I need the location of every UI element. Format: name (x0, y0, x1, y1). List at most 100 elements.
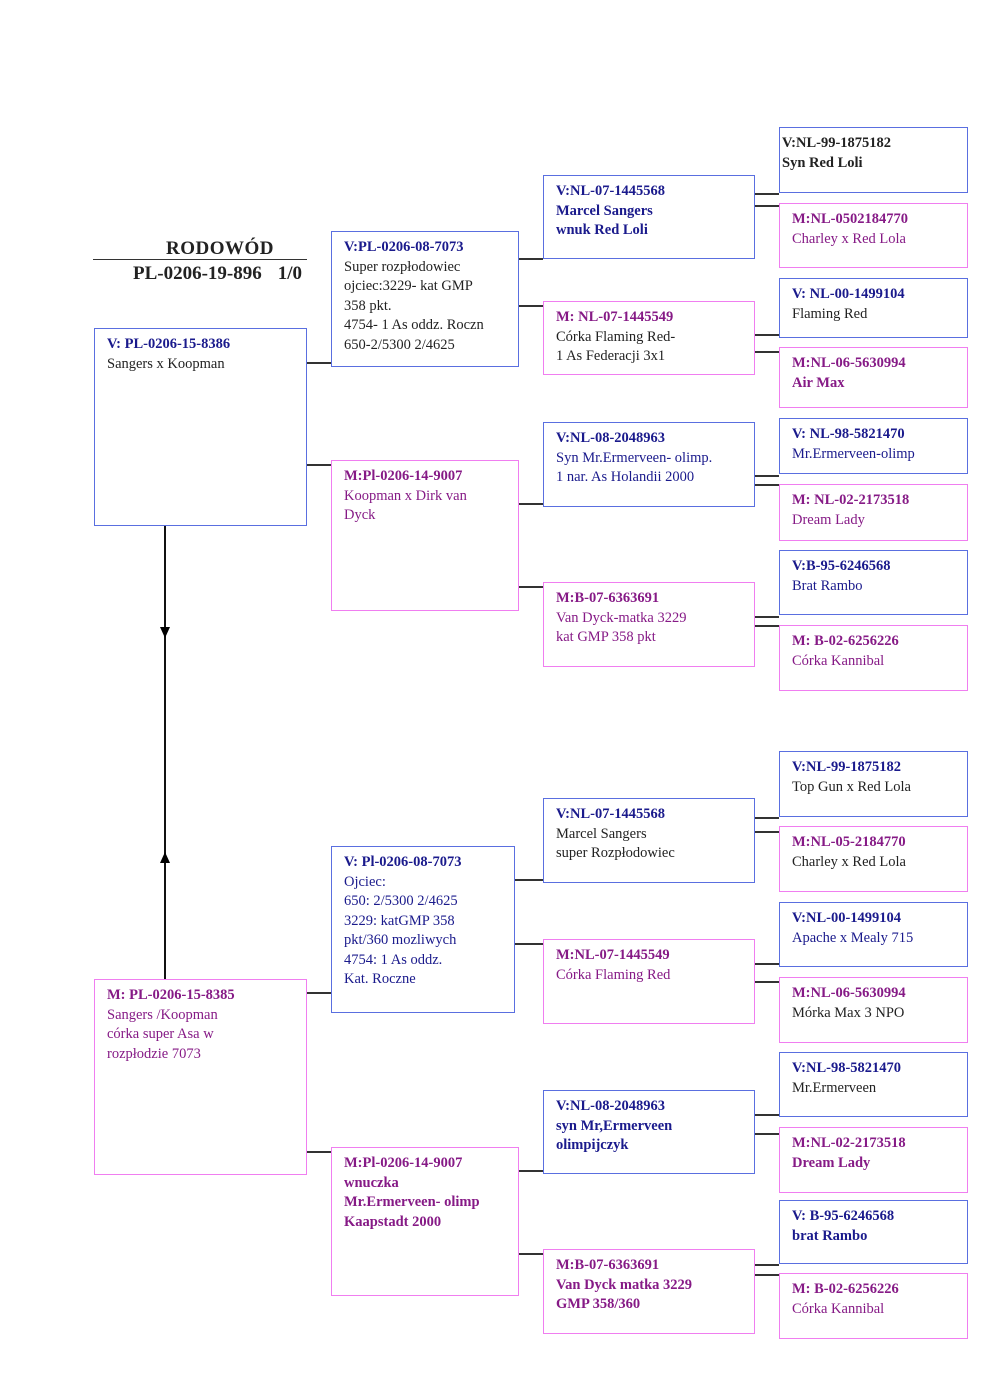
pedigree-card-gen4: V:NL-99-1875182 Syn Red Loli (779, 127, 968, 193)
connector (307, 1151, 331, 1153)
ring-number: PL-0206-19-896 (133, 263, 262, 284)
connector (755, 616, 779, 618)
description: Super rozpłodowiec ojciec:3229- kat GMP … (344, 258, 484, 353)
connector (755, 1264, 779, 1266)
pedigree-card-gen3: V:NL-07-1445568 Marcel Sangers wnuk Red … (543, 175, 755, 259)
description: Sangers x Koopman (107, 355, 225, 372)
pedigree-card-gen4: M:NL-02-2173518 Dream Lady (779, 1127, 968, 1193)
connector (519, 305, 543, 307)
ring-id: V: NL-00-1499104 (792, 286, 905, 302)
connector (515, 943, 543, 945)
ring-id: M:Pl-0206-14-9007 (344, 468, 463, 484)
ring-id: M:NL-0502184770 (792, 211, 908, 227)
pedigree-card-sire-dam: M:Pl-0206-14-9007 Koopman x Dirk van Dyc… (331, 460, 519, 611)
ring-id: M:NL-02-2173518 (792, 1135, 906, 1151)
description: Sangers /Koopman córka super Asa w rozpł… (107, 1006, 218, 1062)
pedigree-title: RODOWÓD (166, 238, 274, 259)
description: syn Mr,Ermerveen olimpijczyk (556, 1117, 673, 1154)
description: Flaming Red (792, 305, 868, 322)
connector (519, 1170, 543, 1172)
pedigree-card-gen4: V: NL-00-1499104 Flaming Red (779, 278, 968, 338)
description: Koopman x Dirk van Dyck (344, 487, 467, 524)
connector (519, 258, 543, 260)
ring-id: M: NL-07-1445549 (556, 309, 674, 325)
description: wnuczka Mr.Ermerveen- olimp Kaapstadt 20… (344, 1174, 480, 1230)
description: Dream Lady (792, 1154, 871, 1171)
connector (755, 817, 779, 819)
pedigree-card-gen4: V:B-95-6246568 Brat Rambo (779, 550, 968, 615)
description: Mr.Ermerveen (792, 1079, 877, 1096)
description: Córka Flaming Red (556, 966, 671, 983)
description: Charley x Red Lola (792, 853, 906, 870)
description: Mórka Max 3 NPO (792, 1004, 905, 1021)
connector (755, 963, 779, 965)
ring-id: M: B-02-6256226 (792, 1281, 899, 1297)
ring-id: V: Pl-0206-08-7073 (344, 854, 462, 870)
description: Syn Mr.Ermerveen- olimp. 1 nar. As Holan… (556, 449, 713, 486)
ring-id: V: B-95-6246568 (792, 1208, 895, 1224)
ring-id: V:NL-00-1499104 (792, 910, 902, 926)
ring-id: V:NL-99-1875182 (782, 135, 892, 151)
ring-id: V: NL-98-5821470 (792, 426, 905, 442)
connector (755, 351, 779, 353)
description: Charley x Red Lola (792, 230, 906, 247)
pedigree-card-gen3: M:B-07-6363691 Van Dyck matka 3229 GMP 3… (543, 1249, 755, 1334)
description: Van Dyck matka 3229 GMP 358/360 (556, 1276, 693, 1313)
description: Ojciec: 650: 2/5300 2/4625 3229: katGMP … (344, 873, 458, 988)
ring-id: V:NL-08-2048963 (556, 430, 666, 446)
ring-id: V:NL-08-2048963 (556, 1098, 666, 1114)
connector (755, 475, 779, 477)
pedigree-card-gen4: V: NL-98-5821470 Mr.Ermerveen-olimp (779, 418, 968, 474)
connector (755, 625, 779, 627)
pedigree-card-gen4: M: NL-02-2173518 Dream Lady (779, 484, 968, 541)
ring-id: M:NL-05-2184770 (792, 834, 906, 850)
ring-id: V:NL-99-1875182 (792, 759, 902, 775)
ring-id: V: PL-0206-15-8386 (107, 336, 231, 352)
pedigree-card-gen4: M:NL-06-5630994 Air Max (779, 347, 968, 408)
connector (755, 205, 779, 207)
connector (755, 1133, 779, 1135)
description: Marcel Sangers super Rozpłodowiec (556, 825, 675, 862)
connector (755, 334, 779, 336)
connector (755, 484, 779, 486)
arrow-down-icon (160, 627, 170, 638)
pedigree-card-gen3: M: NL-07-1445549 Córka Flaming Red- 1 As… (543, 301, 755, 375)
description: Córka Flaming Red- 1 As Federacji 3x1 (556, 328, 676, 365)
parents-connector-line (164, 526, 166, 979)
ring-id: M:B-07-6363691 (556, 1257, 660, 1273)
description: brat Rambo (792, 1227, 868, 1244)
pedigree-card-gen4: V: B-95-6246568 brat Rambo (779, 1200, 968, 1264)
description: Apache x Mealy 715 (792, 929, 914, 946)
ring-id: M:B-07-6363691 (556, 590, 660, 606)
pedigree-card-gen3: V:NL-08-2048963 Syn Mr.Ermerveen- olimp.… (543, 422, 755, 507)
ring-id: M: B-02-6256226 (792, 633, 899, 649)
pedigree-card-gen4: V:NL-98-5821470 Mr.Ermerveen (779, 1052, 968, 1117)
description: Van Dyck-matka 3229 kat GMP 358 pkt (556, 609, 687, 646)
description: Syn Red Loli (782, 154, 863, 171)
connector (307, 362, 331, 364)
ring-id: V:NL-07-1445568 (556, 806, 666, 822)
ring-id: M:NL-07-1445549 (556, 947, 670, 963)
description: Dream Lady (792, 511, 865, 528)
pedigree-card-gen3: M:B-07-6363691 Van Dyck-matka 3229 kat G… (543, 582, 755, 667)
description: Brat Rambo (792, 577, 863, 594)
connector (755, 1274, 779, 1276)
pedigree-card-gen4: M: B-02-6256226 Córka Kannibal (779, 625, 968, 691)
connector (755, 193, 779, 195)
pedigree-card-sire-sire: V:PL-0206-08-7073 Super rozpłodowiec ojc… (331, 231, 519, 367)
ring-id: M:NL-06-5630994 (792, 355, 906, 371)
ring-id: M: PL-0206-15-8385 (107, 987, 235, 1003)
ring-id: V:NL-98-5821470 (792, 1060, 902, 1076)
ring-id: M:NL-06-5630994 (792, 985, 906, 1001)
pedigree-card-sire: V: PL-0206-15-8386 Sangers x Koopman (94, 328, 307, 526)
pedigree-card-gen4: V:NL-99-1875182 Top Gun x Red Lola (779, 751, 968, 817)
connector (519, 503, 543, 505)
pedigree-card-gen3: V:NL-08-2048963 syn Mr,Ermerveen olimpij… (543, 1090, 755, 1174)
pedigree-card-gen3: M:NL-07-1445549 Córka Flaming Red (543, 939, 755, 1024)
connector (307, 992, 331, 994)
pedigree-card-dam-dam: M:Pl-0206-14-9007 wnuczka Mr.Ermerveen- … (331, 1147, 519, 1296)
connector (755, 1114, 779, 1116)
pedigree-card-dam: M: PL-0206-15-8385 Sangers /Koopman córk… (94, 979, 307, 1175)
pedigree-card-gen4: M:NL-06-5630994 Mórka Max 3 NPO (779, 977, 968, 1043)
